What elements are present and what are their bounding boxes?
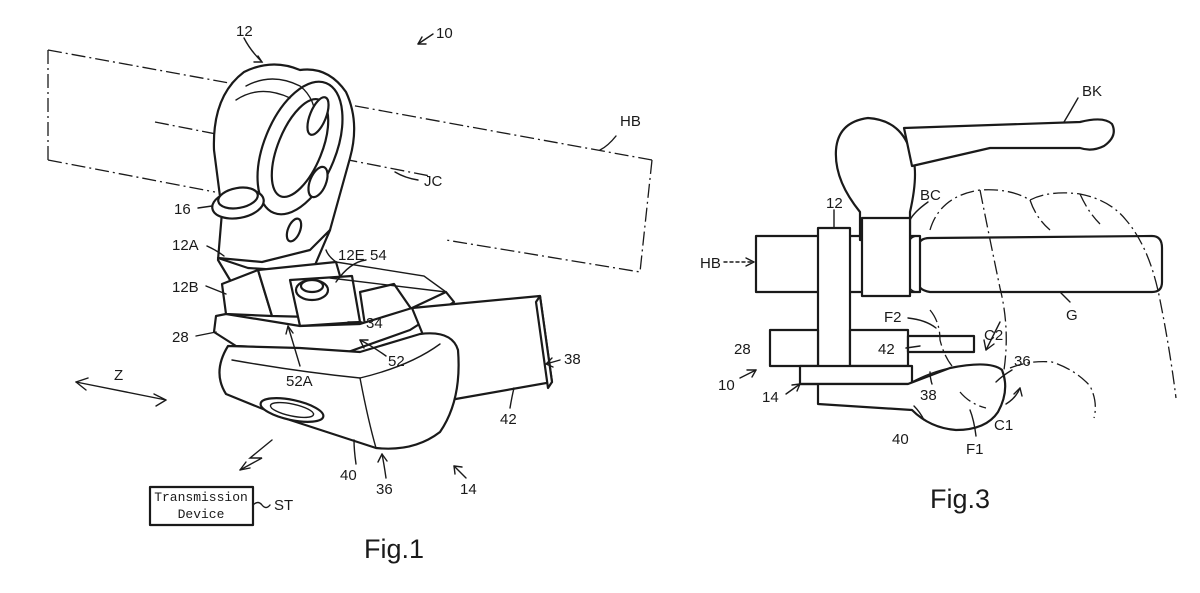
- fig1-label-52a: 52A: [286, 373, 313, 390]
- fig1-wireless-signal-icon: [239, 439, 273, 471]
- fig3-labels: BK BC 12 HB G F2 C2 42 28 36 10 38 14 C1…: [700, 83, 1102, 458]
- fig3-label-c1: C1: [994, 417, 1013, 434]
- fig3-label-hb: HB: [700, 255, 721, 272]
- fig1-drawing: Transmission Device: [47, 23, 653, 564]
- fig1-label-z: Z: [114, 367, 123, 384]
- fig3-brake-lever: [834, 116, 1115, 298]
- fig1-label-12e: 12E: [338, 247, 365, 264]
- fig3-label-f2: F2: [884, 309, 902, 326]
- fig1-label-12: 12: [236, 23, 253, 40]
- fig3-label-bc: BC: [920, 187, 941, 204]
- fig3-label-g: G: [1066, 307, 1078, 324]
- fig1-label-36: 36: [376, 481, 393, 498]
- fig3-label-c2: C2: [984, 327, 1003, 344]
- fig1-label-12b: 12B: [172, 279, 199, 296]
- fig3-leader-lines: [833, 97, 1079, 437]
- fig3-label-14: 14: [762, 389, 779, 406]
- fig3-drawing: BK BC 12 HB G F2 C2 42 28 36 10 38 14 C1…: [700, 83, 1177, 514]
- fig1-label-28: 28: [172, 329, 189, 346]
- fig1-label-14: 14: [460, 481, 477, 498]
- transmission-device-line2: Device: [178, 507, 225, 522]
- fig1-base: [212, 261, 456, 354]
- fig1-label-42: 42: [500, 411, 517, 428]
- fig3-caption: Fig.3: [930, 484, 990, 514]
- fig1-label-52: 52: [388, 353, 405, 370]
- fig1-label-hb: HB: [620, 113, 641, 130]
- fig3-label-42: 42: [878, 341, 895, 358]
- fig1-label-jc: JC: [424, 173, 443, 190]
- fig1-operating-member: [218, 332, 460, 450]
- fig1-label-40: 40: [340, 467, 357, 484]
- fig1-label-10: 10: [436, 25, 453, 42]
- fig3-arrows: [723, 257, 1023, 405]
- fig3-label-bk: BK: [1082, 83, 1102, 100]
- fig3-operating-member: [798, 363, 1007, 432]
- fig1-caption: Fig.1: [364, 534, 424, 564]
- fig1-label-54: 54: [370, 247, 387, 264]
- fig3-label-12: 12: [826, 195, 843, 212]
- fig3-label-10: 10: [718, 377, 735, 394]
- fig1-label-38: 38: [564, 351, 581, 368]
- fig1-leader-lines: [195, 33, 617, 479]
- fig1-labels: 12 10 HB JC 16 12A 12E 54 12B 34 28 52 5…: [114, 23, 641, 514]
- fig3-brake-clamp-bc: [860, 216, 912, 298]
- fig1-z-axis-arrow: [75, 377, 167, 407]
- fig3-label-38: 38: [920, 387, 937, 404]
- fig1-label-16: 16: [174, 201, 191, 218]
- fig1-transmission-device: Transmission Device: [148, 485, 271, 527]
- fig3-label-36: 36: [1014, 353, 1031, 370]
- fig3-base: [768, 328, 976, 386]
- fig3-label-28: 28: [734, 341, 751, 358]
- fig1-label-12a: 12A: [172, 237, 199, 254]
- fig3-grip: [916, 234, 1164, 294]
- fig3-hand-outline: [929, 189, 1177, 419]
- transmission-device-line1: Transmission: [154, 490, 248, 505]
- fig1-label-34: 34: [366, 315, 383, 332]
- fig1-mount-block: [220, 260, 414, 334]
- fig1-label-st: ST: [274, 497, 293, 514]
- fig1-clamp: [211, 63, 356, 292]
- fig3-label-40: 40: [892, 431, 909, 448]
- fig3-label-f1: F1: [966, 441, 984, 458]
- fig3-clamp: [816, 226, 852, 370]
